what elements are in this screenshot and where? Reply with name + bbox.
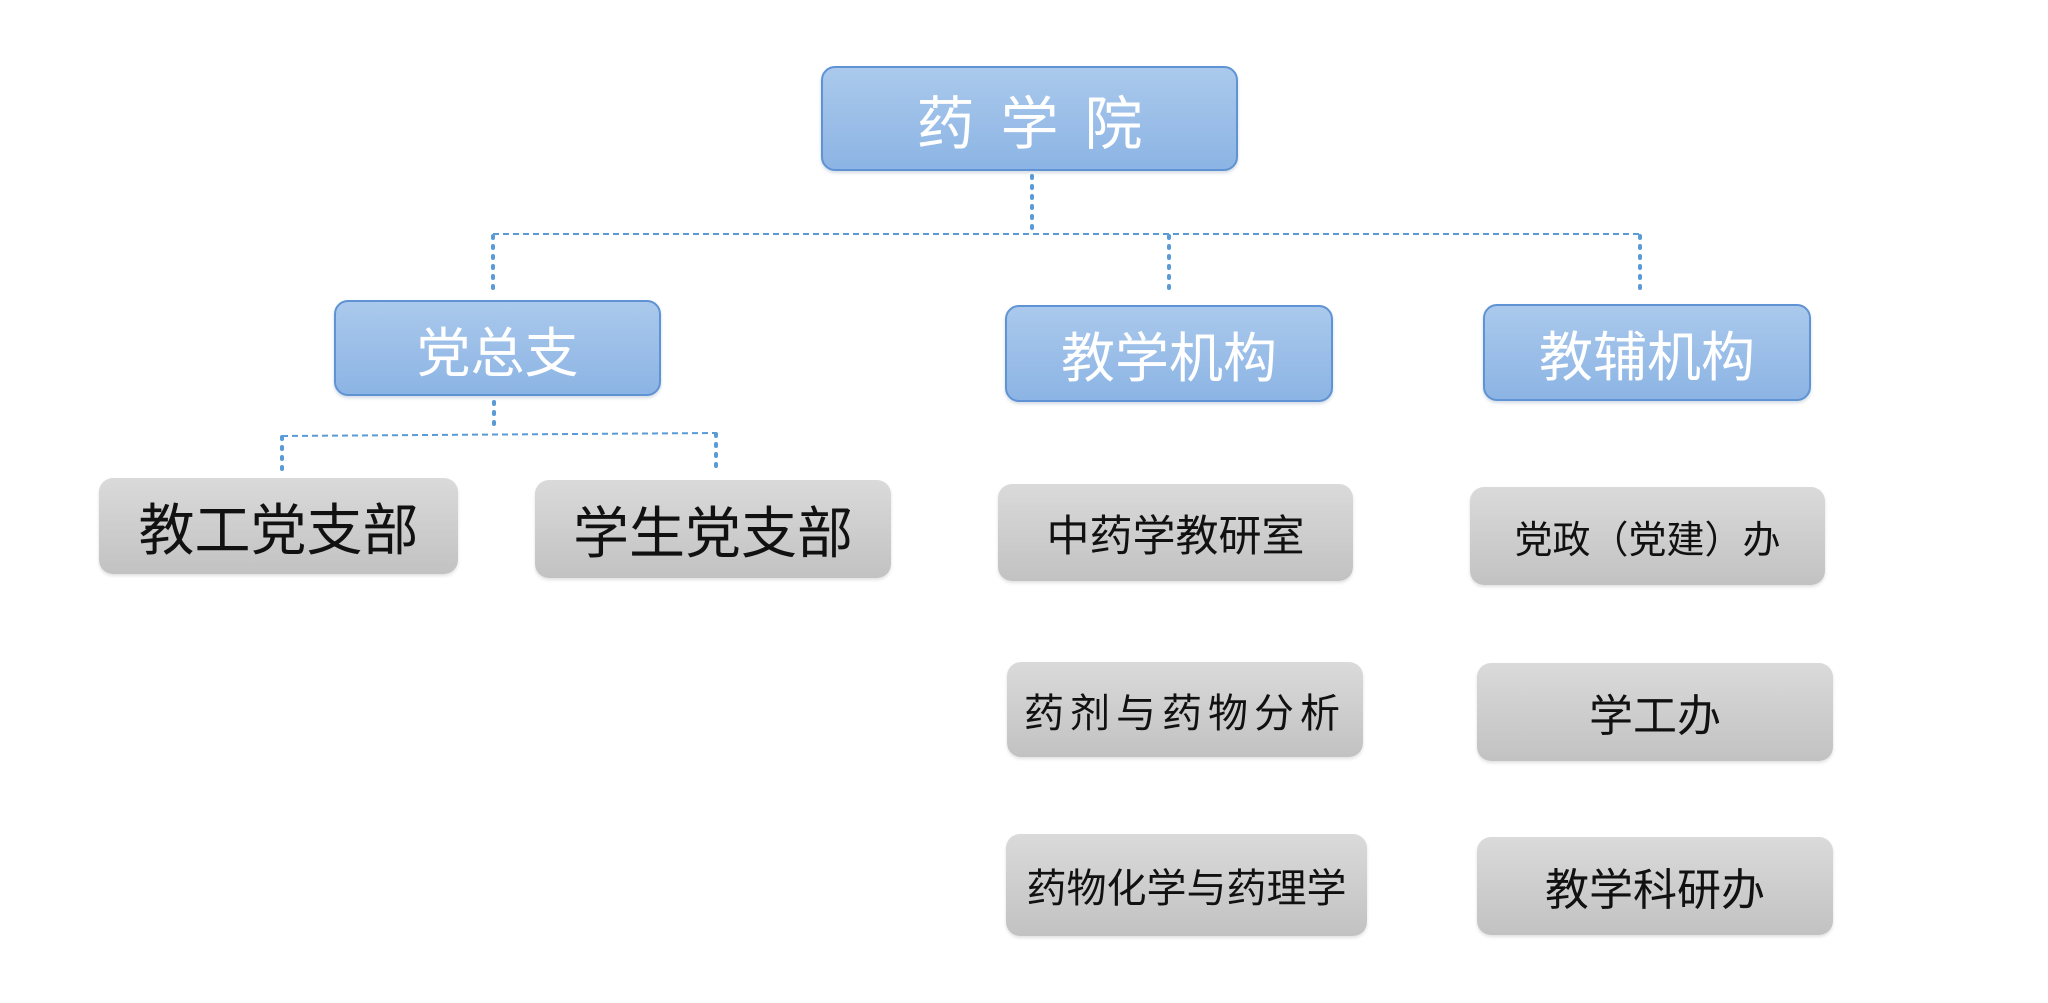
node-student-party-branch: 学生党支部: [535, 480, 891, 578]
node-teaching-units: 教学机构: [1005, 305, 1333, 402]
node-medicinal-chem-pharmacology: 药物化学与药理学: [1006, 834, 1367, 936]
node-student-affairs-office: 学工办: [1477, 663, 1833, 761]
node-pharmaceutics-analysis: 药剂与药物分析: [1007, 662, 1363, 757]
node-teaching-research-office: 教学科研办: [1477, 837, 1833, 935]
node-party-general-branch: 党总支: [334, 300, 661, 396]
node-staff-party-branch: 教工党支部: [99, 478, 458, 574]
connector-party-bus: [281, 432, 717, 437]
node-school-of-pharmacy: 药学院: [821, 66, 1238, 171]
node-auxiliary-units: 教辅机构: [1483, 304, 1811, 401]
node-tcm-teaching-office: 中药学教研室: [998, 484, 1353, 581]
node-party-admin-office: 党政（党建）办: [1470, 487, 1825, 585]
